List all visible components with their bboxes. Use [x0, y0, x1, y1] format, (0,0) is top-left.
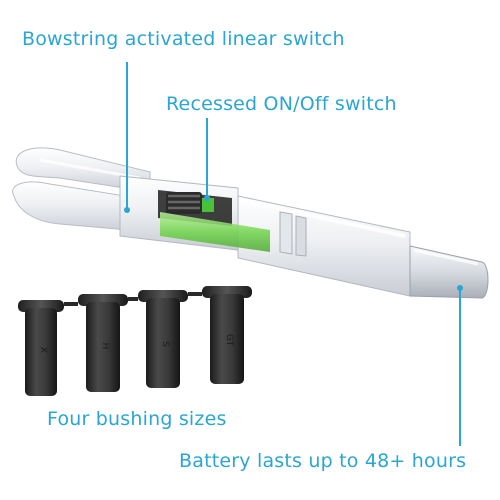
battery-shaft	[409, 245, 489, 299]
leader-dot-battery	[457, 285, 463, 291]
bushing-label-h: H	[100, 343, 110, 350]
bushing-x: X	[18, 300, 64, 396]
callout-bushings: Four bushing sizes	[47, 408, 227, 430]
callout-recessed-switch: Recessed ON/Off switch	[166, 93, 397, 115]
bushing-label-x: X	[38, 347, 48, 353]
leader-dot-recessed	[204, 195, 210, 201]
bushing-s: S	[138, 290, 188, 388]
bushing-gt: GT	[202, 286, 252, 384]
bushing-label-s: S	[160, 341, 170, 347]
leader-dot-bowstring	[124, 207, 130, 213]
nock-fork	[12, 147, 151, 233]
recessed-switch	[158, 190, 270, 252]
callout-battery: Battery lasts up to 48+ hours	[179, 450, 467, 472]
leader-lines	[126, 62, 461, 446]
bushing-h: H	[78, 294, 128, 392]
bushings-group: X H S GT	[18, 286, 252, 396]
callout-bowstring-switch: Bowstring activated linear switch	[22, 28, 345, 50]
bushing-label-gt: GT	[224, 334, 234, 347]
